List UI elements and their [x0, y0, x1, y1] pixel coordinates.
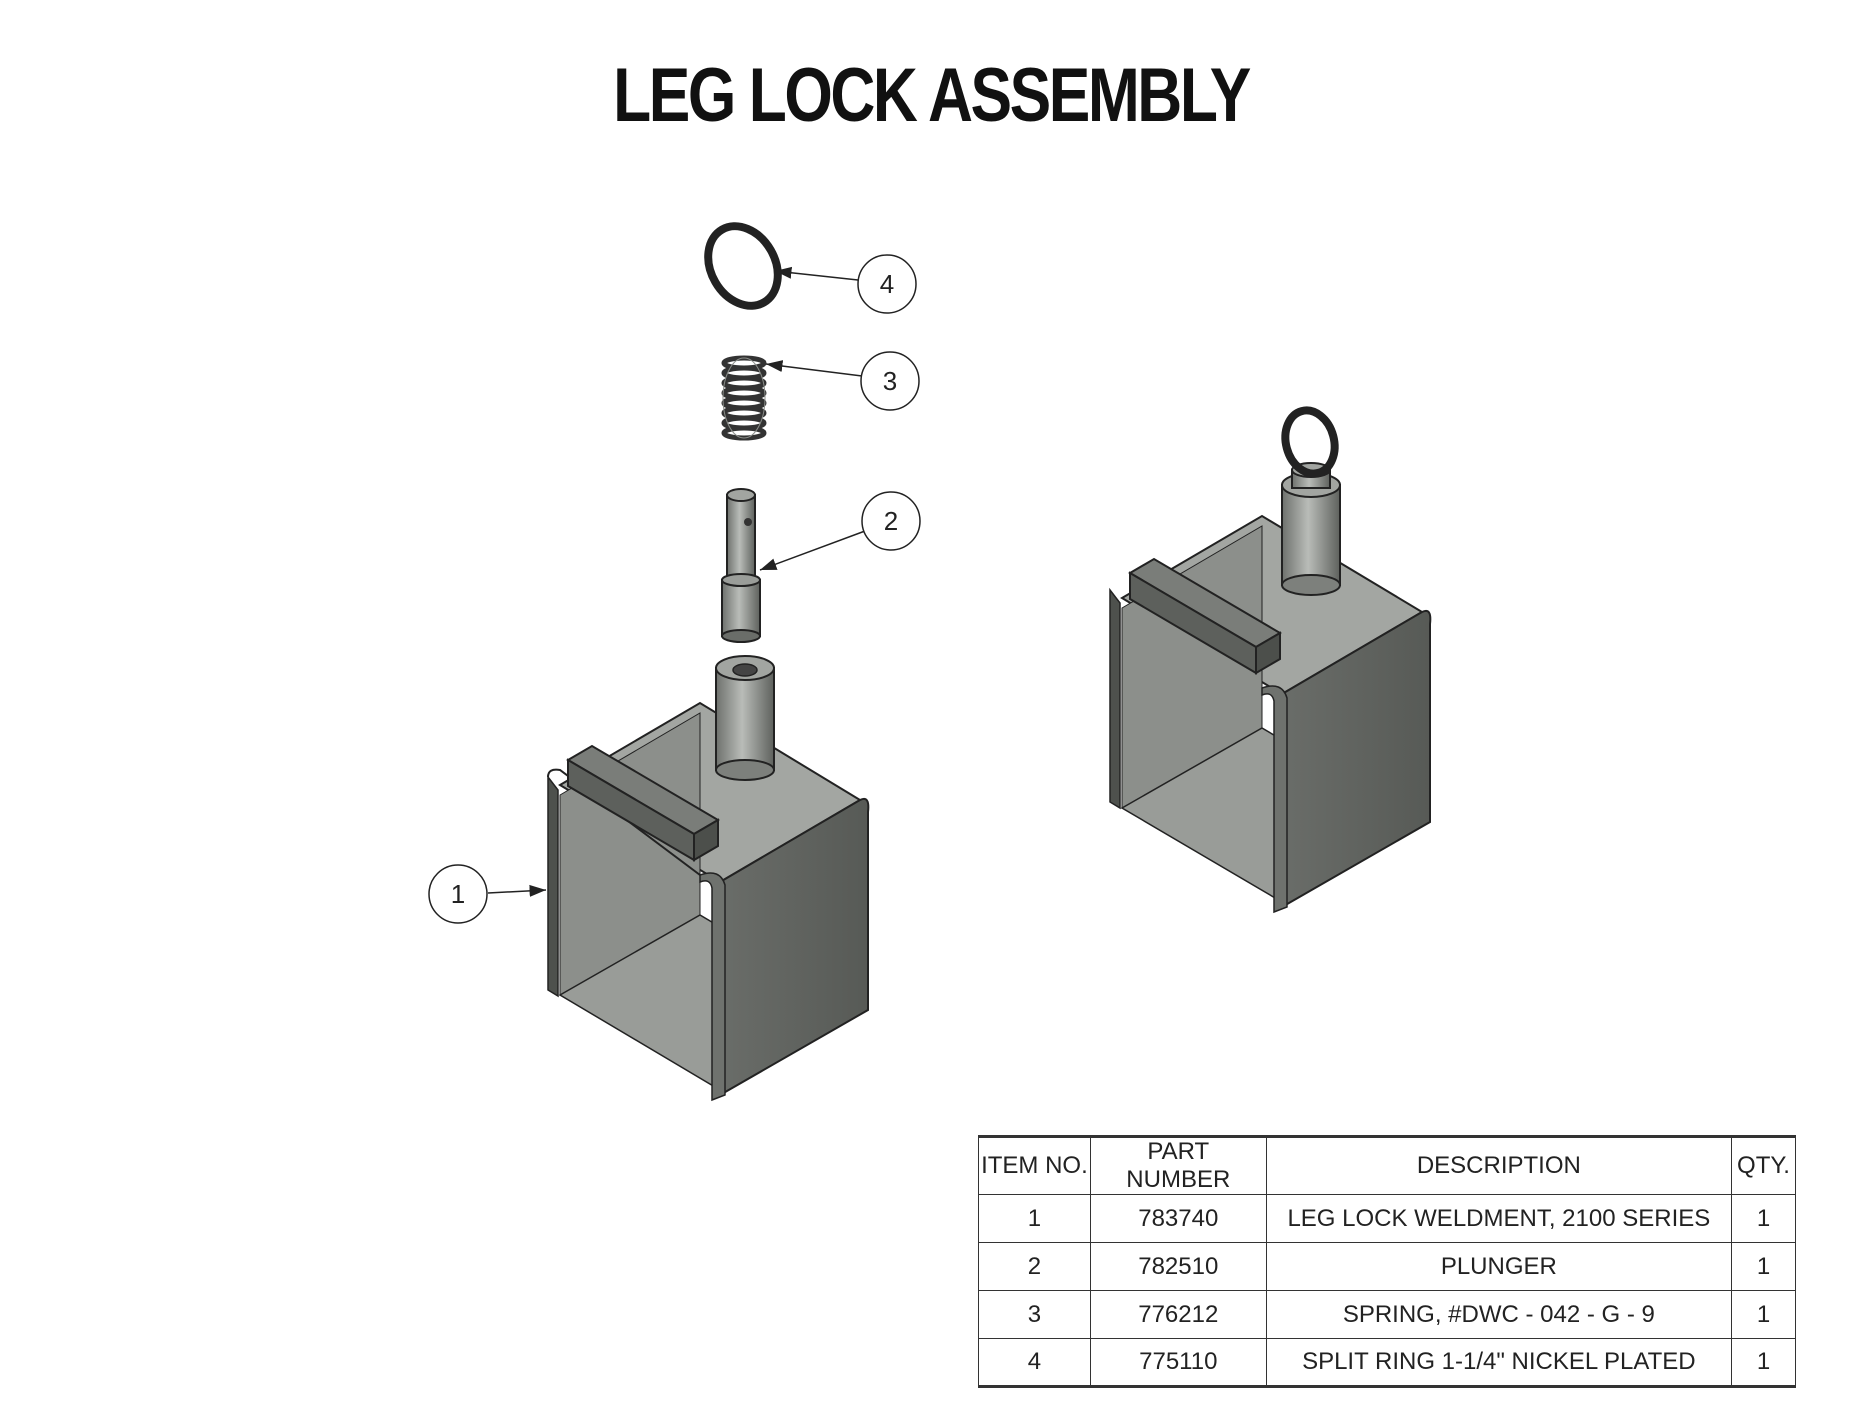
item-no-cell: 2: [978, 1242, 1091, 1291]
description-cell: PLUNGER: [1265, 1242, 1732, 1291]
balloon-3: 3: [765, 351, 920, 411]
balloon-2: 2: [759, 491, 921, 571]
description-cell: SPLIT RING 1-1/4" NICKEL PLATED: [1265, 1338, 1732, 1387]
balloon-1: 1: [428, 864, 547, 924]
item-no-cell: 3: [978, 1290, 1091, 1339]
table-row: 2 782510 PLUNGER 1: [978, 1242, 1797, 1291]
qty-cell: 1: [1730, 1338, 1797, 1387]
part-number-cell: 775110: [1089, 1338, 1267, 1387]
item-no-cell: 1: [978, 1194, 1091, 1243]
table-row: 3 776212 SPRING, #DWC - 042 - G - 9 1: [978, 1290, 1797, 1339]
part-number-cell: 782510: [1089, 1242, 1267, 1291]
description-cell: LEG LOCK WELDMENT, 2100 SERIES: [1265, 1194, 1732, 1243]
balloon-2-label: 2: [884, 506, 898, 536]
part-number-cell: 776212: [1089, 1290, 1267, 1339]
item-no-cell: 4: [978, 1338, 1091, 1387]
balloon-1-label: 1: [451, 879, 465, 909]
leg-lock-weldment-exploded: [547, 655, 870, 1102]
bom-header-row: ITEM NO. PART NUMBER DESCRIPTION QTY.: [978, 1136, 1797, 1195]
table-row: 4 775110 SPLIT RING 1-1/4" NICKEL PLATED…: [978, 1338, 1797, 1387]
header-item-no: ITEM NO.: [978, 1136, 1091, 1195]
qty-cell: 1: [1730, 1290, 1797, 1339]
header-part-number: PART NUMBER: [1089, 1136, 1267, 1195]
qty-cell: 1: [1730, 1194, 1797, 1243]
header-description: DESCRIPTION: [1265, 1136, 1732, 1195]
spring-part: [721, 355, 767, 441]
balloon-4-label: 4: [880, 269, 894, 299]
qty-cell: 1: [1730, 1242, 1797, 1291]
drawing-title: LEG LOCK ASSEMBLY: [613, 53, 1251, 138]
balloon-4: 4: [774, 254, 917, 314]
balloon-3-label: 3: [883, 366, 897, 396]
description-cell: SPRING, #DWC - 042 - G - 9: [1265, 1290, 1732, 1339]
bill-of-materials-table: ITEM NO. PART NUMBER DESCRIPTION QTY. 1 …: [978, 1135, 1797, 1388]
split-ring-part: [704, 222, 782, 310]
table-row: 1 783740 LEG LOCK WELDMENT, 2100 SERIES …: [978, 1194, 1797, 1243]
header-qty: QTY.: [1730, 1136, 1797, 1195]
leg-lock-assembled: [1109, 406, 1432, 914]
part-number-cell: 783740: [1089, 1194, 1267, 1243]
plunger-part: [721, 488, 761, 643]
